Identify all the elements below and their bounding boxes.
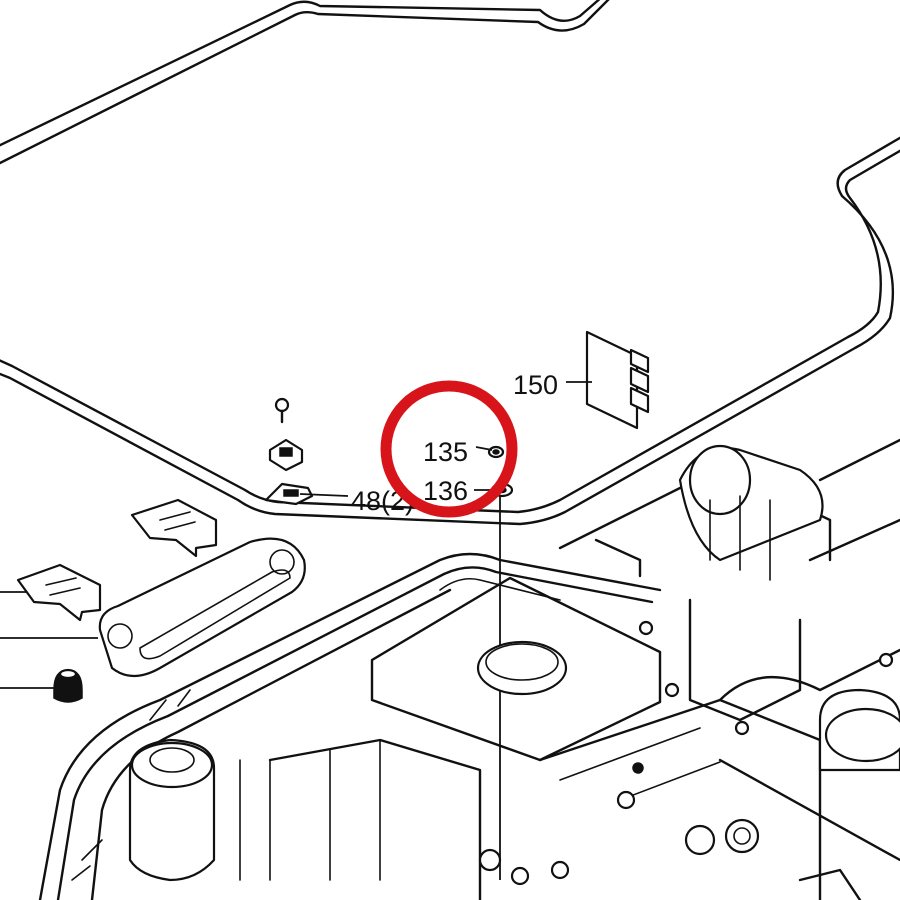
small-hardware-group (264, 397, 314, 506)
part-135-screw (487, 445, 505, 459)
part-150-bracket (585, 330, 650, 430)
left-clips (16, 498, 218, 622)
callout-136: 136 (423, 476, 468, 506)
rubber-foot (53, 668, 83, 703)
callout-150: 150 (513, 370, 558, 400)
highlight-circle (380, 380, 518, 518)
base-chassis (38, 438, 900, 900)
link-bar (98, 537, 306, 678)
callout-135: 135 (423, 437, 468, 467)
